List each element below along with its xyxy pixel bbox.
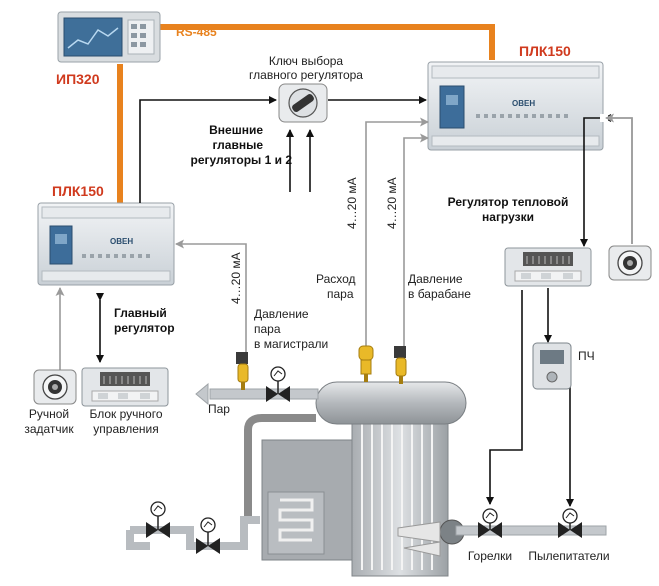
feeder-valve-icon [558,508,582,538]
external-label-2: главные [212,138,263,152]
line-pressure-label-3: в магистрали [254,337,328,351]
current-label-line: 4…20 мА [229,252,243,304]
current-label-flow: 4…20 мА [345,177,359,229]
steam-flow-label-2: пара [327,287,354,301]
plc-top-brand: ОВЕН [512,99,535,108]
plc-top: ОВЕН [427,61,604,151]
manual-unit-label-2: управления [93,422,158,436]
ip320-panel [57,11,161,63]
rs485-bus [117,24,495,205]
line-pressure-label-1: Давление [254,307,309,321]
steam-label: Пар [208,402,230,416]
main-regulator-label-2: регулятор [114,321,175,335]
plc-left-label: ПЛК150 [52,183,104,199]
vfd-label: ПЧ [578,349,595,363]
plc-left-brand: ОВЕН [110,237,133,246]
ip320-label: ИП320 [56,71,100,87]
steam-pipe [195,382,319,406]
heat-setpoint-knob-icon [608,245,652,281]
drum-pressure-sensor-icon [394,346,407,384]
feed-valve-1-icon [146,501,170,538]
external-label-3: регуляторы 1 и 2 [191,153,293,167]
boiler [244,381,467,577]
heat-manual-control-unit [504,247,592,287]
feeders-label: Пылепитатели [528,549,609,563]
selector-knob-icon [292,94,314,112]
heat-regulator-label-2: нагрузки [482,210,534,224]
selector-label-2: главного регулятора [249,68,363,82]
manual-control-unit [81,367,169,407]
current-label-drum: 4…20 мА [385,177,399,229]
fuel-pipes [455,525,607,536]
main-regulator-label-1: Главный [114,306,167,320]
burner-valve-icon [478,508,502,538]
drum-pressure-label-1: Давление [408,272,463,286]
feed-valve-2-icon [196,517,220,554]
plc-left: ОВЕН [37,202,175,286]
steam-flow-sensor-icon [358,345,374,382]
manual-unit-label-1: Блок ручного [89,407,162,421]
vfd-unit [532,342,572,390]
steam-flow-label-1: Расход [316,272,356,286]
line-pressure-sensor-icon [236,348,249,390]
heat-regulator-label-1: Регулятор тепловой [448,195,569,209]
selector-label-1: Ключ выбора [269,54,344,68]
drum-pressure-label-2: в барабане [408,287,471,301]
manual-setpoint-knob-icon [33,369,77,405]
steam-valve-icon [266,366,290,402]
control-lines [96,96,611,507]
manual-setpoint-label-1: Ручной [29,407,69,421]
external-label-1: Внешние [209,123,263,137]
rs485-label: RS-485 [176,25,217,39]
selector-switch [278,83,328,123]
manual-setpoint-label-2: задатчик [24,422,74,436]
plc-top-label: ПЛК150 [519,43,571,59]
burners-label: Горелки [468,549,512,563]
line-pressure-label-2: пара [254,322,281,336]
